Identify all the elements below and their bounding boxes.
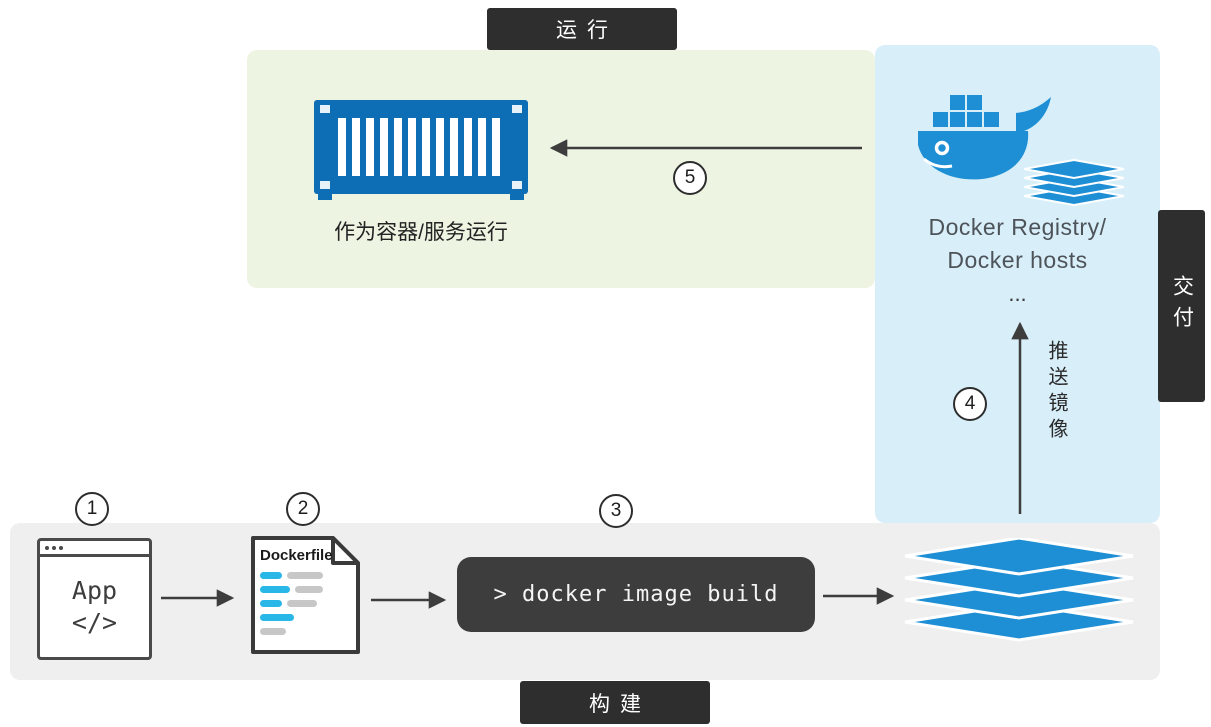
docker-whale-icon: [918, 95, 1051, 180]
deliver-banner: 交付: [1158, 210, 1205, 402]
registry-title-line2: Docker hosts: [947, 247, 1088, 273]
run-caption: 作为容器/服务运行: [334, 221, 508, 244]
push-image-label: 推送镜像: [1045, 340, 1067, 444]
registry-title: Docker Registry/ Docker hosts: [875, 211, 1160, 277]
registry-ellipsis: ...: [1008, 281, 1027, 306]
window-dot: [45, 545, 49, 550]
step-3-badge: 3: [599, 494, 633, 528]
app-code-label: </>: [71, 608, 118, 637]
dockerfile-document-icon: Dockerfile: [251, 536, 360, 654]
run-banner: 运行: [487, 8, 677, 50]
shipping-container-icon: [314, 100, 528, 200]
app-window-body: App </>: [40, 557, 149, 657]
step-4-badge: 4: [953, 387, 987, 421]
terminal: > docker image build: [457, 557, 815, 632]
dockerfile-title: Dockerfile: [260, 547, 333, 564]
build-banner: 构建: [520, 681, 710, 724]
image-layers-icon: [904, 538, 1134, 642]
window-dot: [59, 545, 63, 550]
window-dot: [52, 545, 56, 550]
step-1-badge: 1: [75, 492, 109, 526]
docker-build-command: > docker image build: [493, 582, 779, 607]
image-layers-small-icon: [1024, 158, 1124, 206]
registry-title-line1: Docker Registry/: [928, 214, 1107, 240]
step-5-badge: 5: [673, 161, 707, 195]
step-2-badge: 2: [286, 492, 320, 526]
app-browser-window-icon: App </>: [37, 538, 152, 660]
app-window-titlebar: [40, 541, 149, 557]
app-title: App: [71, 575, 118, 605]
